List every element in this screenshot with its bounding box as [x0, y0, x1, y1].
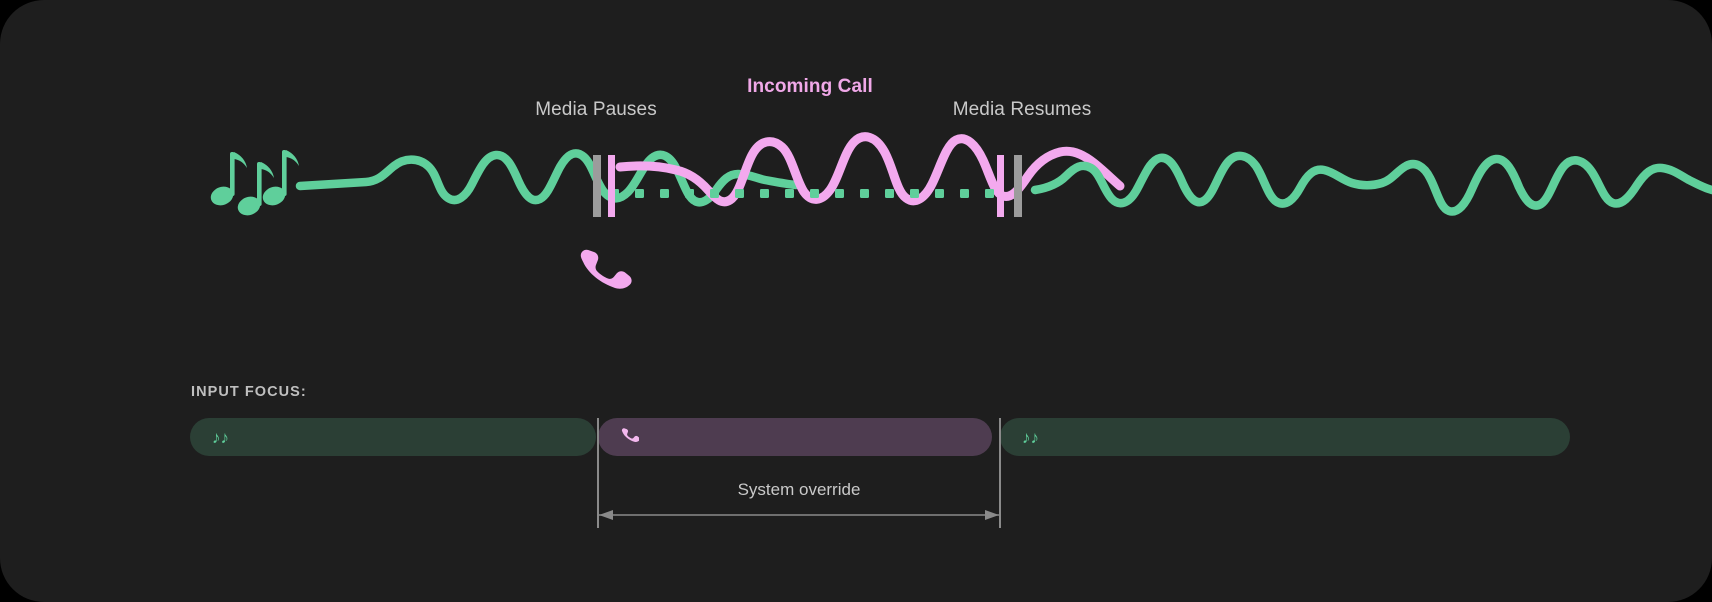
resume-marker-gray-icon	[1014, 155, 1022, 217]
incoming-call-waveform	[615, 132, 1125, 207]
media-waveform-before	[295, 149, 801, 207]
input-focus-bar-media-before[interactable]: ♪♪	[190, 418, 596, 456]
system-override-label: System override	[737, 480, 861, 499]
media-resumes-label: Media Resumes	[952, 99, 1092, 120]
pause-marker-pink-icon	[608, 155, 615, 217]
phone-icon	[580, 249, 632, 289]
media-waveform-after	[1030, 151, 1712, 216]
music-note-icon: ♪♪	[212, 427, 229, 447]
override-guide-left	[597, 418, 599, 528]
music-note-icon: ♪♪	[1022, 427, 1039, 447]
music-notes-icon	[210, 150, 299, 216]
pause-marker-gray-icon	[593, 155, 601, 217]
override-guide-right	[999, 418, 1001, 528]
input-focus-bar-media-after[interactable]: ♪♪	[1000, 418, 1570, 456]
system-override-arrow	[599, 510, 999, 520]
incoming-call-label: Incoming Call	[747, 76, 873, 97]
input-focus-title: INPUT FOCUS:	[191, 384, 307, 400]
input-focus-bar-call[interactable]	[598, 418, 992, 456]
media-pauses-label: Media Pauses	[535, 99, 657, 120]
resume-marker-pink-icon	[997, 155, 1004, 217]
phone-icon	[620, 426, 640, 448]
audio-timeline: Incoming Call Media Pauses Media Resumes	[210, 76, 1712, 289]
waveform-graphic	[210, 132, 1712, 289]
